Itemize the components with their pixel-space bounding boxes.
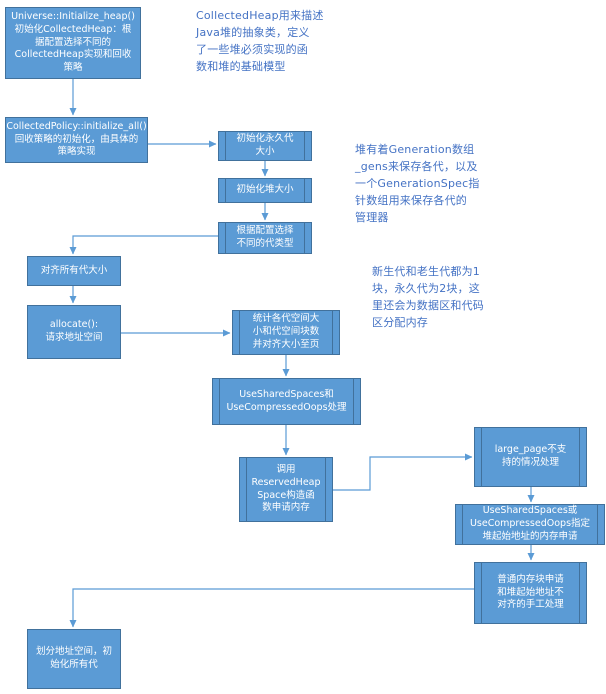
allocate-box: allocate(): 请求地址空间 <box>27 305 121 359</box>
generation-array-note: 堆有着Generation数组 _gens来保存各代，以及 一个Generati… <box>355 143 480 225</box>
normal-alloc-box: 普通内存块申请 和堆起始地址不 对齐的手工处理 <box>474 562 587 624</box>
align-gens-box: 对齐所有代大小 <box>27 256 121 286</box>
heap-size-box: 初始化堆大小 <box>218 178 312 203</box>
perm-size-box: 初始化永久代 大小 <box>218 131 312 161</box>
block-count-note: 新生代和老生代都为1 块，永久代为2块，这 里还会为数据区和代码 区分配内存 <box>372 265 484 330</box>
collected-heap-note: CollectedHeap用来描述 Java堆的抽象类，定义 了一些堆必须实现的… <box>196 9 324 74</box>
shared-compressed-box: UseSharedSpaces和 UseCompressedOops处理 <box>212 378 361 425</box>
initialize-all-box: CollectedPolicy::initialize_all() 回收策略的初… <box>5 117 148 163</box>
stat-space-box: 统计各代空间大 小和代空间块数 并对齐大小至页 <box>232 310 340 355</box>
large-page-box: large_page不支 持的情况处理 <box>474 427 587 487</box>
connector-reserved-to-largepage <box>333 453 473 491</box>
connector-normal-to-partition <box>69 588 532 628</box>
reserved-heap-box: 调用 ReservedHeap Space构造函 数申请内存 <box>239 457 333 522</box>
partition-box: 划分地址空间，初 始化所有代 <box>27 629 121 689</box>
initialize-heap-box: Universe::Initialize_heap() 初始化Collected… <box>5 7 141 79</box>
gen-type-box: 根据配置选择 不同的代类型 <box>218 222 312 254</box>
start-addr-box: UseSharedSpaces或 UseCompressedOops指定 堆起始… <box>455 504 605 545</box>
